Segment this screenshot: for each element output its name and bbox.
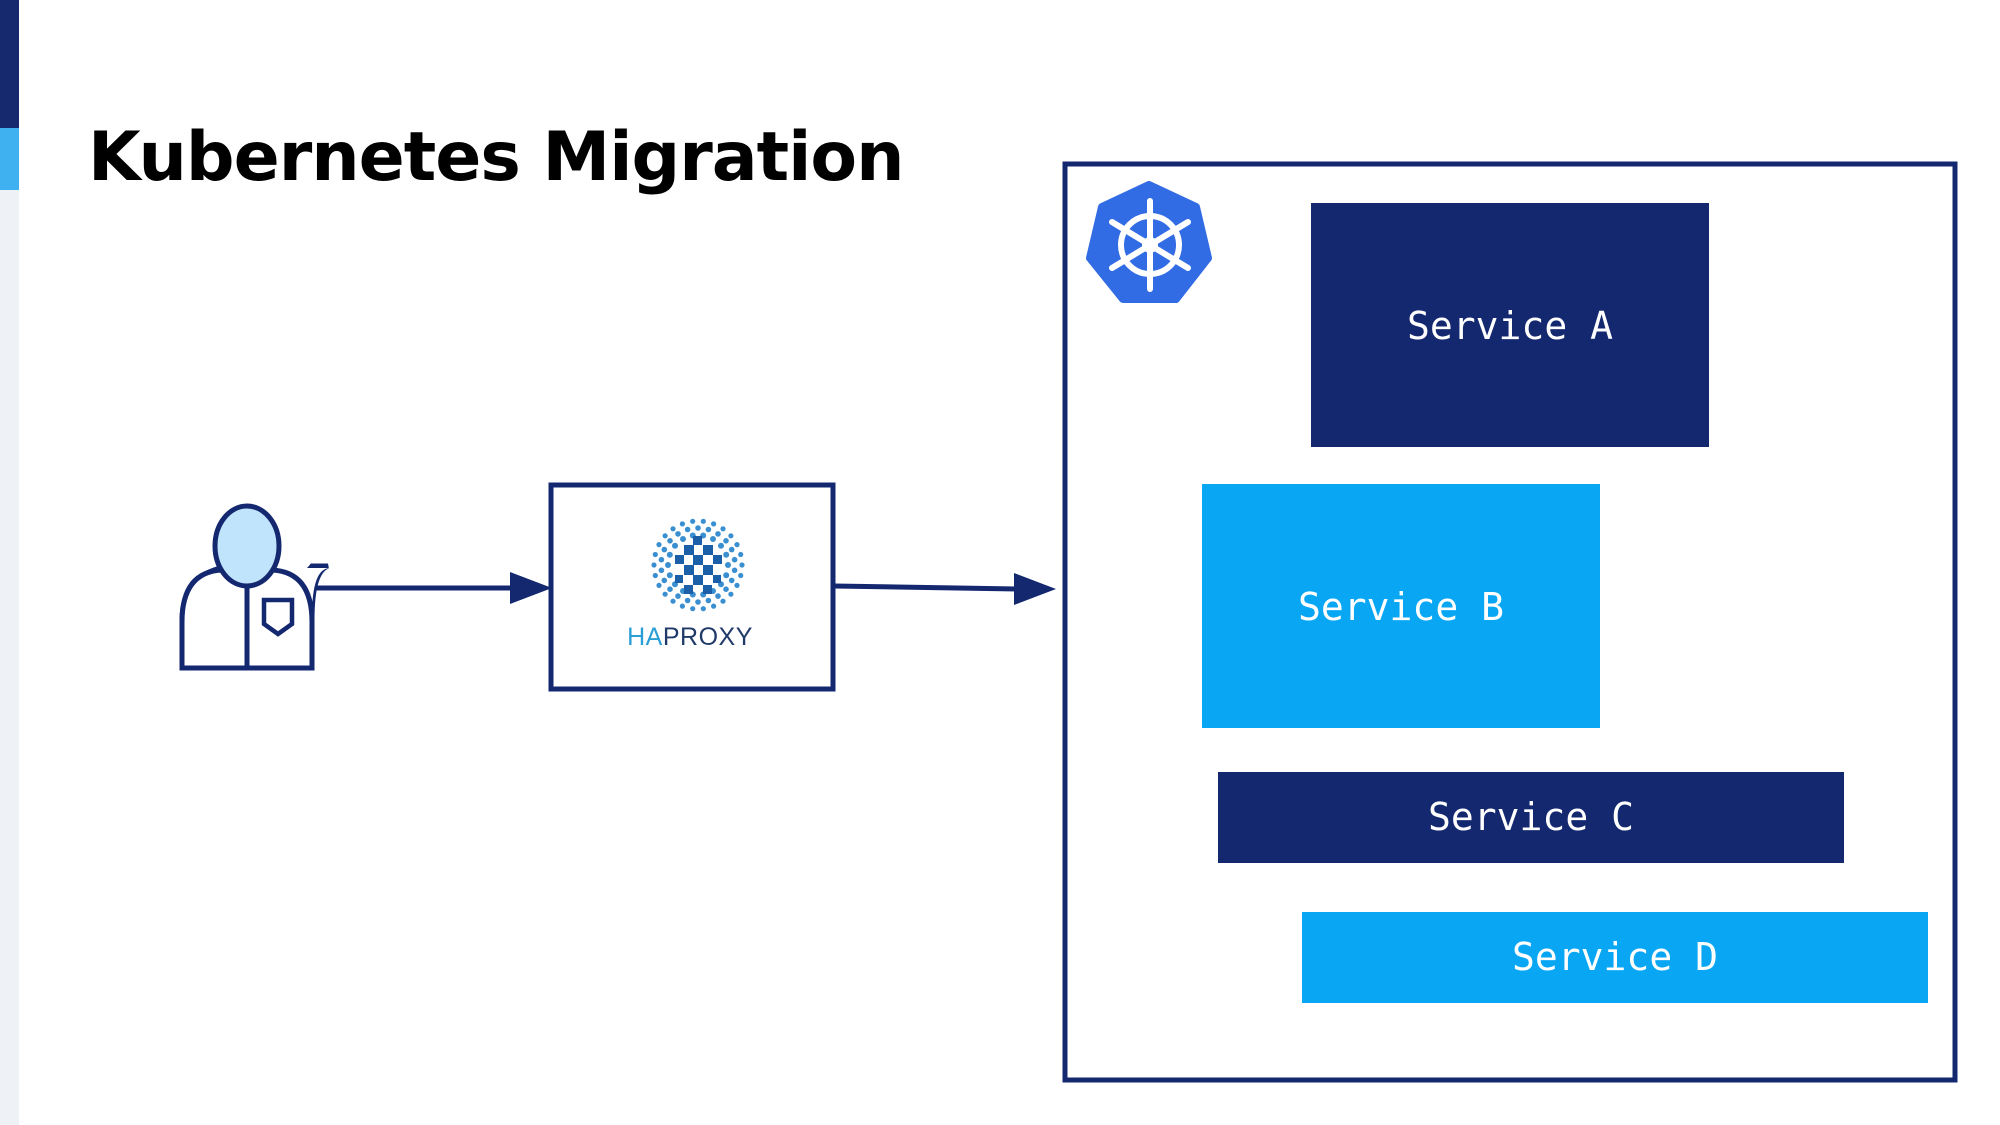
haproxy-logo-dot: [675, 593, 681, 599]
haproxy-logo: HAPROXY: [627, 518, 753, 651]
haproxy-logo-dot: [680, 536, 686, 542]
service-b: Service B: [1202, 484, 1600, 728]
haproxy-logo-dot: [738, 572, 744, 579]
haproxy-logo-dot: [670, 598, 676, 604]
haproxy-logo-dot: [658, 556, 665, 563]
haproxy-logo-dot: [661, 546, 668, 553]
kubernetes-icon: [1086, 181, 1212, 303]
haproxy-logo-dot: [715, 593, 721, 599]
svg-text:HAPROXY: HAPROXY: [627, 623, 753, 651]
service-c-label: Service C: [1428, 795, 1634, 839]
haproxy-logo-dot: [651, 562, 657, 568]
haproxy-logo-dot: [723, 538, 729, 544]
haproxy-logo-dot: [675, 531, 681, 537]
arrowhead-proxy-to-cluster: [1014, 573, 1056, 605]
haproxy-logo-dot: [723, 572, 730, 579]
haproxy-logo-dot: [700, 518, 706, 524]
haproxy-logo-dot: [665, 562, 671, 568]
haproxy-logo-dot: [705, 526, 712, 533]
side-accent-dark: [0, 0, 19, 128]
haproxy-logo-dot: [710, 536, 716, 542]
service-a: Service A: [1311, 203, 1709, 447]
side-accent-light: [0, 128, 19, 190]
haproxy-logo-dot: [728, 546, 735, 553]
haproxy-logo-dot: [662, 533, 668, 539]
haproxy-logo-dot: [662, 591, 668, 597]
haproxy-logo-dot: [731, 567, 738, 574]
haproxy-logo-dot: [734, 582, 740, 589]
haproxy-logo-dot: [652, 572, 658, 579]
haproxy-text-accent: HA: [627, 623, 663, 651]
haproxy-logo-dot: [720, 526, 726, 532]
haproxy-logo-dot: [667, 586, 673, 592]
haproxy-logo-dot: [656, 542, 662, 548]
service-a-label: Service A: [1407, 304, 1613, 348]
haproxy-logo-dot: [720, 598, 726, 604]
haproxy-logo-dot: [684, 526, 691, 533]
haproxy-logo-dot: [679, 603, 686, 609]
haproxy-logo-dot: [723, 551, 730, 558]
haproxy-text-main: PROXY: [663, 623, 753, 651]
service-b-label: Service B: [1298, 585, 1504, 629]
side-accent-bar: [0, 0, 19, 1125]
haproxy-logo-dot: [715, 531, 721, 537]
slide-title: Kubernetes Migration: [88, 118, 905, 197]
service-d: Service D: [1302, 912, 1928, 1003]
haproxy-logo-dot: [652, 551, 658, 558]
service-d-label: Service D: [1512, 935, 1718, 979]
arrow-proxy-to-cluster: [833, 583, 1021, 592]
haproxy-logo-dot: [725, 562, 731, 568]
haproxy-logo-dot: [672, 542, 678, 549]
haproxy-logo-dot: [734, 542, 740, 548]
haproxy-logo-dot: [711, 521, 717, 527]
haproxy-logo-dot: [684, 597, 691, 604]
haproxy-logo-dot: [731, 556, 738, 563]
haproxy-logo-dot: [738, 551, 744, 558]
service-c: Service C: [1218, 772, 1844, 863]
haproxy-logo-dot: [666, 551, 673, 558]
haproxy-logo-dot: [695, 599, 701, 605]
haproxy-logo-dot: [700, 606, 706, 612]
haproxy-logo-dot: [661, 577, 668, 584]
haproxy-logo-dot: [695, 525, 701, 531]
haproxy-logo-dot: [658, 567, 665, 574]
haproxy-logo-dot: [690, 518, 696, 524]
haproxy-logo-dot: [711, 603, 717, 609]
haproxy-logo-dot: [666, 572, 673, 579]
haproxy-logo-dot: [739, 562, 745, 568]
user-icon: [179, 503, 330, 671]
haproxy-logo-dot: [656, 582, 662, 589]
haproxy-logo-dot: [705, 597, 712, 604]
haproxy-logo-dot: [679, 521, 686, 527]
haproxy-logo-dot: [723, 586, 729, 592]
haproxy-logo-dot: [667, 538, 673, 544]
arrowhead-user-to-proxy: [510, 572, 552, 604]
haproxy-logo-dot: [728, 533, 734, 539]
haproxy-logo-dot: [728, 577, 735, 584]
haproxy-logo-dot: [670, 526, 676, 532]
haproxy-logo-dot: [728, 591, 734, 597]
haproxy-logo-dot: [718, 542, 724, 549]
haproxy-logo-dot: [690, 606, 696, 612]
